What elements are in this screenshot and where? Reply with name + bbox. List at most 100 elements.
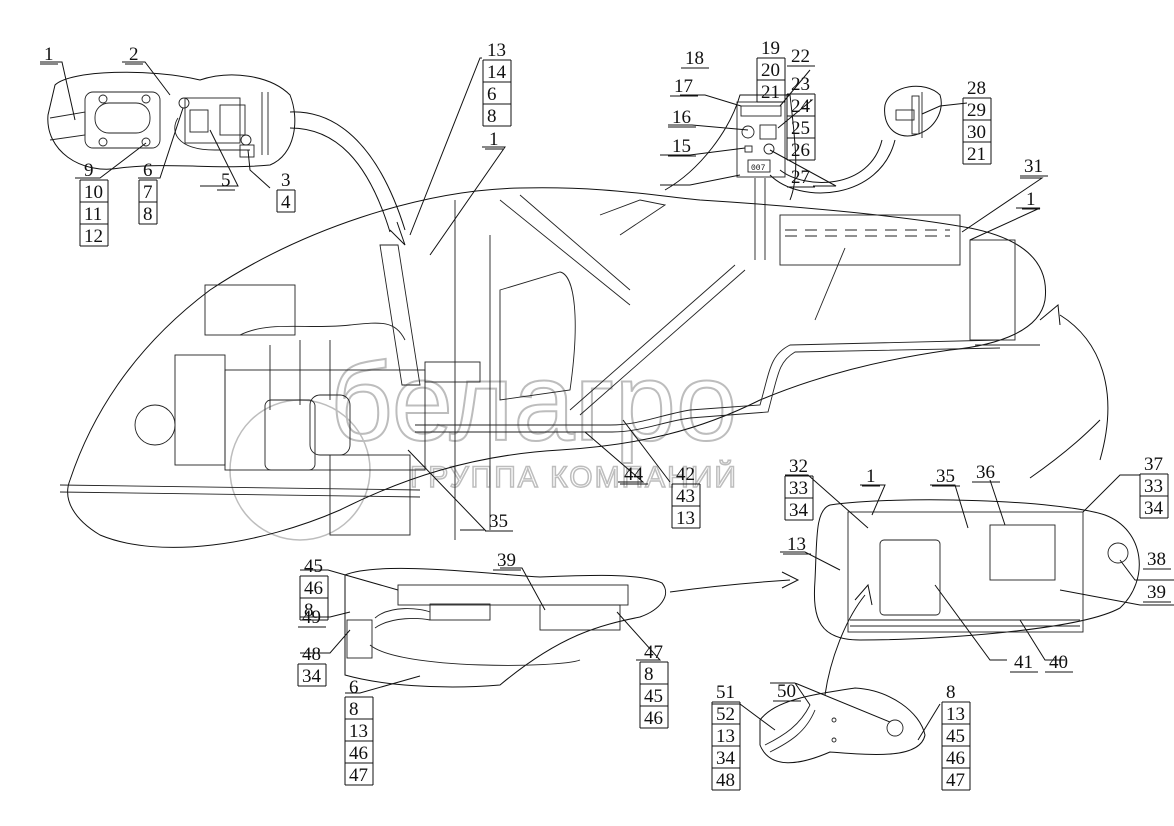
- panel-display-readout: 007: [751, 164, 766, 173]
- arrow-from-bracket: [824, 594, 866, 696]
- callout-c41: 41: [1010, 652, 1038, 673]
- detail-bolt: [884, 85, 942, 138]
- callout-number: 47: [349, 765, 368, 786]
- callout-number: 8: [304, 600, 314, 621]
- callout-c35b: 35: [932, 466, 960, 487]
- callout-number: 16: [672, 107, 691, 128]
- callout-number: 3: [281, 170, 291, 191]
- callout-number: 52: [716, 704, 735, 725]
- callout-number: 49: [302, 607, 321, 628]
- arrowhead-bottom: [781, 571, 800, 589]
- callout-number: 21: [967, 144, 986, 165]
- watermark: белагро ГРУППА КОМПАНИЙ: [229, 340, 738, 541]
- callout-c22: 22: [787, 46, 815, 67]
- callout-number: 10: [84, 182, 103, 203]
- callout-number: 8: [349, 699, 359, 720]
- callout-c40: 40: [1045, 652, 1073, 673]
- callout-c50: 50: [773, 681, 801, 702]
- callout-c5: 5: [217, 170, 235, 191]
- watermark-subtitle: ГРУППА КОМПАНИЙ: [410, 460, 738, 494]
- callout-number: 34: [716, 748, 736, 769]
- callout-number: 44: [624, 464, 644, 485]
- callout-c39b: 39: [493, 550, 521, 571]
- callout-number: 33: [1144, 476, 1163, 497]
- detail-bracket: [759, 687, 926, 764]
- callout-number: 50: [777, 681, 796, 702]
- callout-number: 34: [302, 666, 322, 687]
- callout-number: 40: [1049, 652, 1068, 673]
- callout-c38: 38: [1143, 549, 1171, 570]
- callout-number: 28: [967, 78, 986, 99]
- detail-heater-box-right: [813, 499, 1140, 641]
- callout-number: 47: [946, 770, 965, 791]
- callout-c17: 17: [670, 76, 698, 97]
- callout-c2: 2: [125, 44, 143, 65]
- main-view: [59, 187, 1047, 548]
- callout-c15: 15: [668, 136, 696, 157]
- callout-number: 48: [302, 644, 321, 665]
- callout-number: 39: [497, 550, 516, 571]
- callout-number: 26: [791, 140, 810, 161]
- callout-number: 45: [644, 686, 663, 707]
- callout-number: 36: [976, 462, 995, 483]
- callout-number: 1: [44, 44, 54, 65]
- callout-c36: 36: [972, 462, 1000, 483]
- callout-number: 13: [349, 721, 368, 742]
- callout-c3: 34: [276, 170, 296, 213]
- callout-number: 51: [716, 682, 735, 703]
- callout-number: 25: [791, 118, 810, 139]
- arrow-to-bottom-right: [669, 579, 791, 593]
- callout-number: 18: [685, 48, 704, 69]
- callout-number: 8: [143, 204, 153, 225]
- callout-number: 8: [487, 106, 497, 127]
- callout-number: 4: [281, 192, 291, 213]
- callout-number: 20: [761, 60, 780, 81]
- callout-number: 34: [1144, 498, 1164, 519]
- callout-number: 46: [349, 743, 368, 764]
- callout-number: 17: [674, 76, 693, 97]
- callout-number: 13: [487, 40, 506, 61]
- callout-number: 30: [967, 122, 986, 143]
- callout-c1d: 1: [862, 466, 880, 487]
- arrowhead-right: [1039, 304, 1061, 326]
- callout-number: 24: [791, 96, 811, 117]
- callout-number: 1: [489, 129, 499, 150]
- callout-number: 13: [946, 704, 965, 725]
- callout-number: 21: [761, 82, 780, 103]
- callout-number: 8: [644, 664, 654, 685]
- callout-number: 31: [1024, 156, 1043, 177]
- arrow-to-right-heater: [1059, 314, 1109, 461]
- callout-number: 5: [221, 170, 231, 191]
- callout-number: 27: [791, 167, 810, 188]
- callout-number: 13: [787, 534, 806, 555]
- detail-control-panel: 007: [664, 94, 896, 260]
- arrowhead-up: [854, 583, 873, 606]
- callout-number: 15: [672, 136, 691, 157]
- callout-number: 8: [946, 682, 956, 703]
- callout-number: 14: [487, 62, 507, 83]
- callout-c44: 44: [620, 464, 648, 485]
- callout-c27: 27: [787, 167, 815, 188]
- callout-c18: 18: [681, 48, 709, 69]
- callout-number: 13: [676, 508, 695, 529]
- callout-number: 35: [936, 466, 955, 487]
- callout-c1b: 1: [485, 129, 503, 150]
- leader-lines: [40, 57, 1174, 741]
- detail-heater-box-left: [344, 567, 667, 688]
- callout-number: 1: [1026, 189, 1036, 210]
- arrows: [389, 221, 1109, 696]
- arrow-link: [1029, 419, 1101, 479]
- callout-number: 9: [84, 160, 94, 181]
- callout-number: 32: [789, 456, 808, 477]
- callout-number: 23: [791, 74, 810, 95]
- callout-c16: 16: [668, 107, 696, 128]
